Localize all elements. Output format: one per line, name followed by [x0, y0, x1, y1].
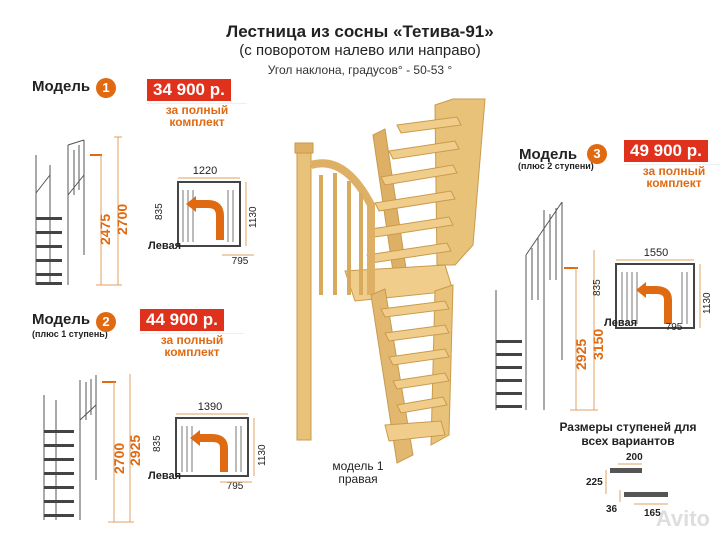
model-2-plan-width: 1390 — [198, 401, 222, 413]
model-2-elevation-drawing: 2700 2925 — [43, 374, 143, 523]
model-3-height-1: 2925 — [573, 339, 589, 370]
model-3-complect: за полный комплект — [624, 164, 720, 189]
model-2-price: 44 900 р. — [140, 309, 224, 331]
staircase-illustration — [294, 98, 486, 464]
model-3-plan-side-b: 1130 — [702, 292, 713, 314]
model-2-complect: за полный комплект — [140, 333, 244, 358]
page-subtitle: (с поворотом налево или направо) — [239, 42, 481, 59]
model-2-plan-drawing: 1390 835 1130 795 — [152, 401, 268, 492]
model-1-elevation-drawing: 2475 2700 — [35, 136, 130, 286]
model-1-plan-bottom: 795 — [232, 256, 249, 267]
model-3-plan-side-a: 835 — [592, 279, 603, 296]
step-depth: 165 — [644, 508, 661, 519]
model-1-plan-drawing: 1220 835 1130 795 — [154, 165, 259, 267]
model-3-price: 49 900 р. — [624, 140, 708, 162]
model-1-label: Модель — [32, 78, 91, 95]
model-3-sub: (плюс 2 ступени) — [518, 161, 594, 171]
model-2-plan-side-a: 835 — [152, 435, 163, 452]
step-dimensions-drawing: 200 225 36 165 — [586, 452, 668, 519]
model-3-plan-width: 1550 — [644, 247, 668, 259]
model-3-elevation-drawing: 2925 3150 — [495, 201, 606, 411]
model-1-plan-width: 1220 — [193, 165, 217, 177]
model-2-label: Модель — [32, 311, 91, 328]
model-2-plan-bottom: 795 — [227, 481, 244, 492]
page-title: Лестница из сосны «Тетива-91» — [226, 22, 494, 41]
model-1-complect: за полный комплект — [147, 103, 247, 128]
model-3-number: 3 — [587, 144, 607, 164]
model-1-side-label: Левая — [148, 240, 181, 252]
step-thickness: 36 — [606, 504, 618, 515]
model-2-sub: (плюс 1 ступень) — [32, 329, 108, 339]
model-1-plan-side-a: 835 — [154, 203, 165, 220]
model-3-plan-drawing: 1550 835 1130 795 — [592, 247, 713, 333]
steps-title: Размеры ступеней для всех вариантов — [559, 420, 697, 448]
model-1-number: 1 — [96, 78, 116, 98]
photo-caption: модель 1 правая — [332, 459, 384, 486]
model-2-plan-side-b: 1130 — [257, 444, 268, 466]
step-height: 225 — [586, 477, 603, 488]
model-1-height-2: 2700 — [114, 204, 130, 235]
model-1-height-1: 2475 — [97, 214, 113, 245]
model-3-label: Модель — [519, 146, 578, 163]
model-2-number: 2 — [96, 312, 116, 332]
step-width: 200 — [626, 452, 643, 463]
model-2-side-label: Левая — [148, 470, 181, 482]
model-3-plan-bottom: 795 — [666, 322, 683, 333]
avito-watermark: Avito — [655, 506, 710, 531]
model-1-price: 34 900 р. — [147, 79, 231, 101]
model-2-height-1: 2700 — [111, 443, 127, 474]
angle-info: Угол наклона, градусов° - 50-53 ° — [267, 63, 453, 77]
model-2-height-2: 2925 — [127, 435, 143, 466]
model-3-side-label: Левая — [604, 317, 637, 329]
model-1-plan-side-b: 1130 — [248, 206, 259, 228]
model-3-height-2: 3150 — [590, 329, 606, 360]
